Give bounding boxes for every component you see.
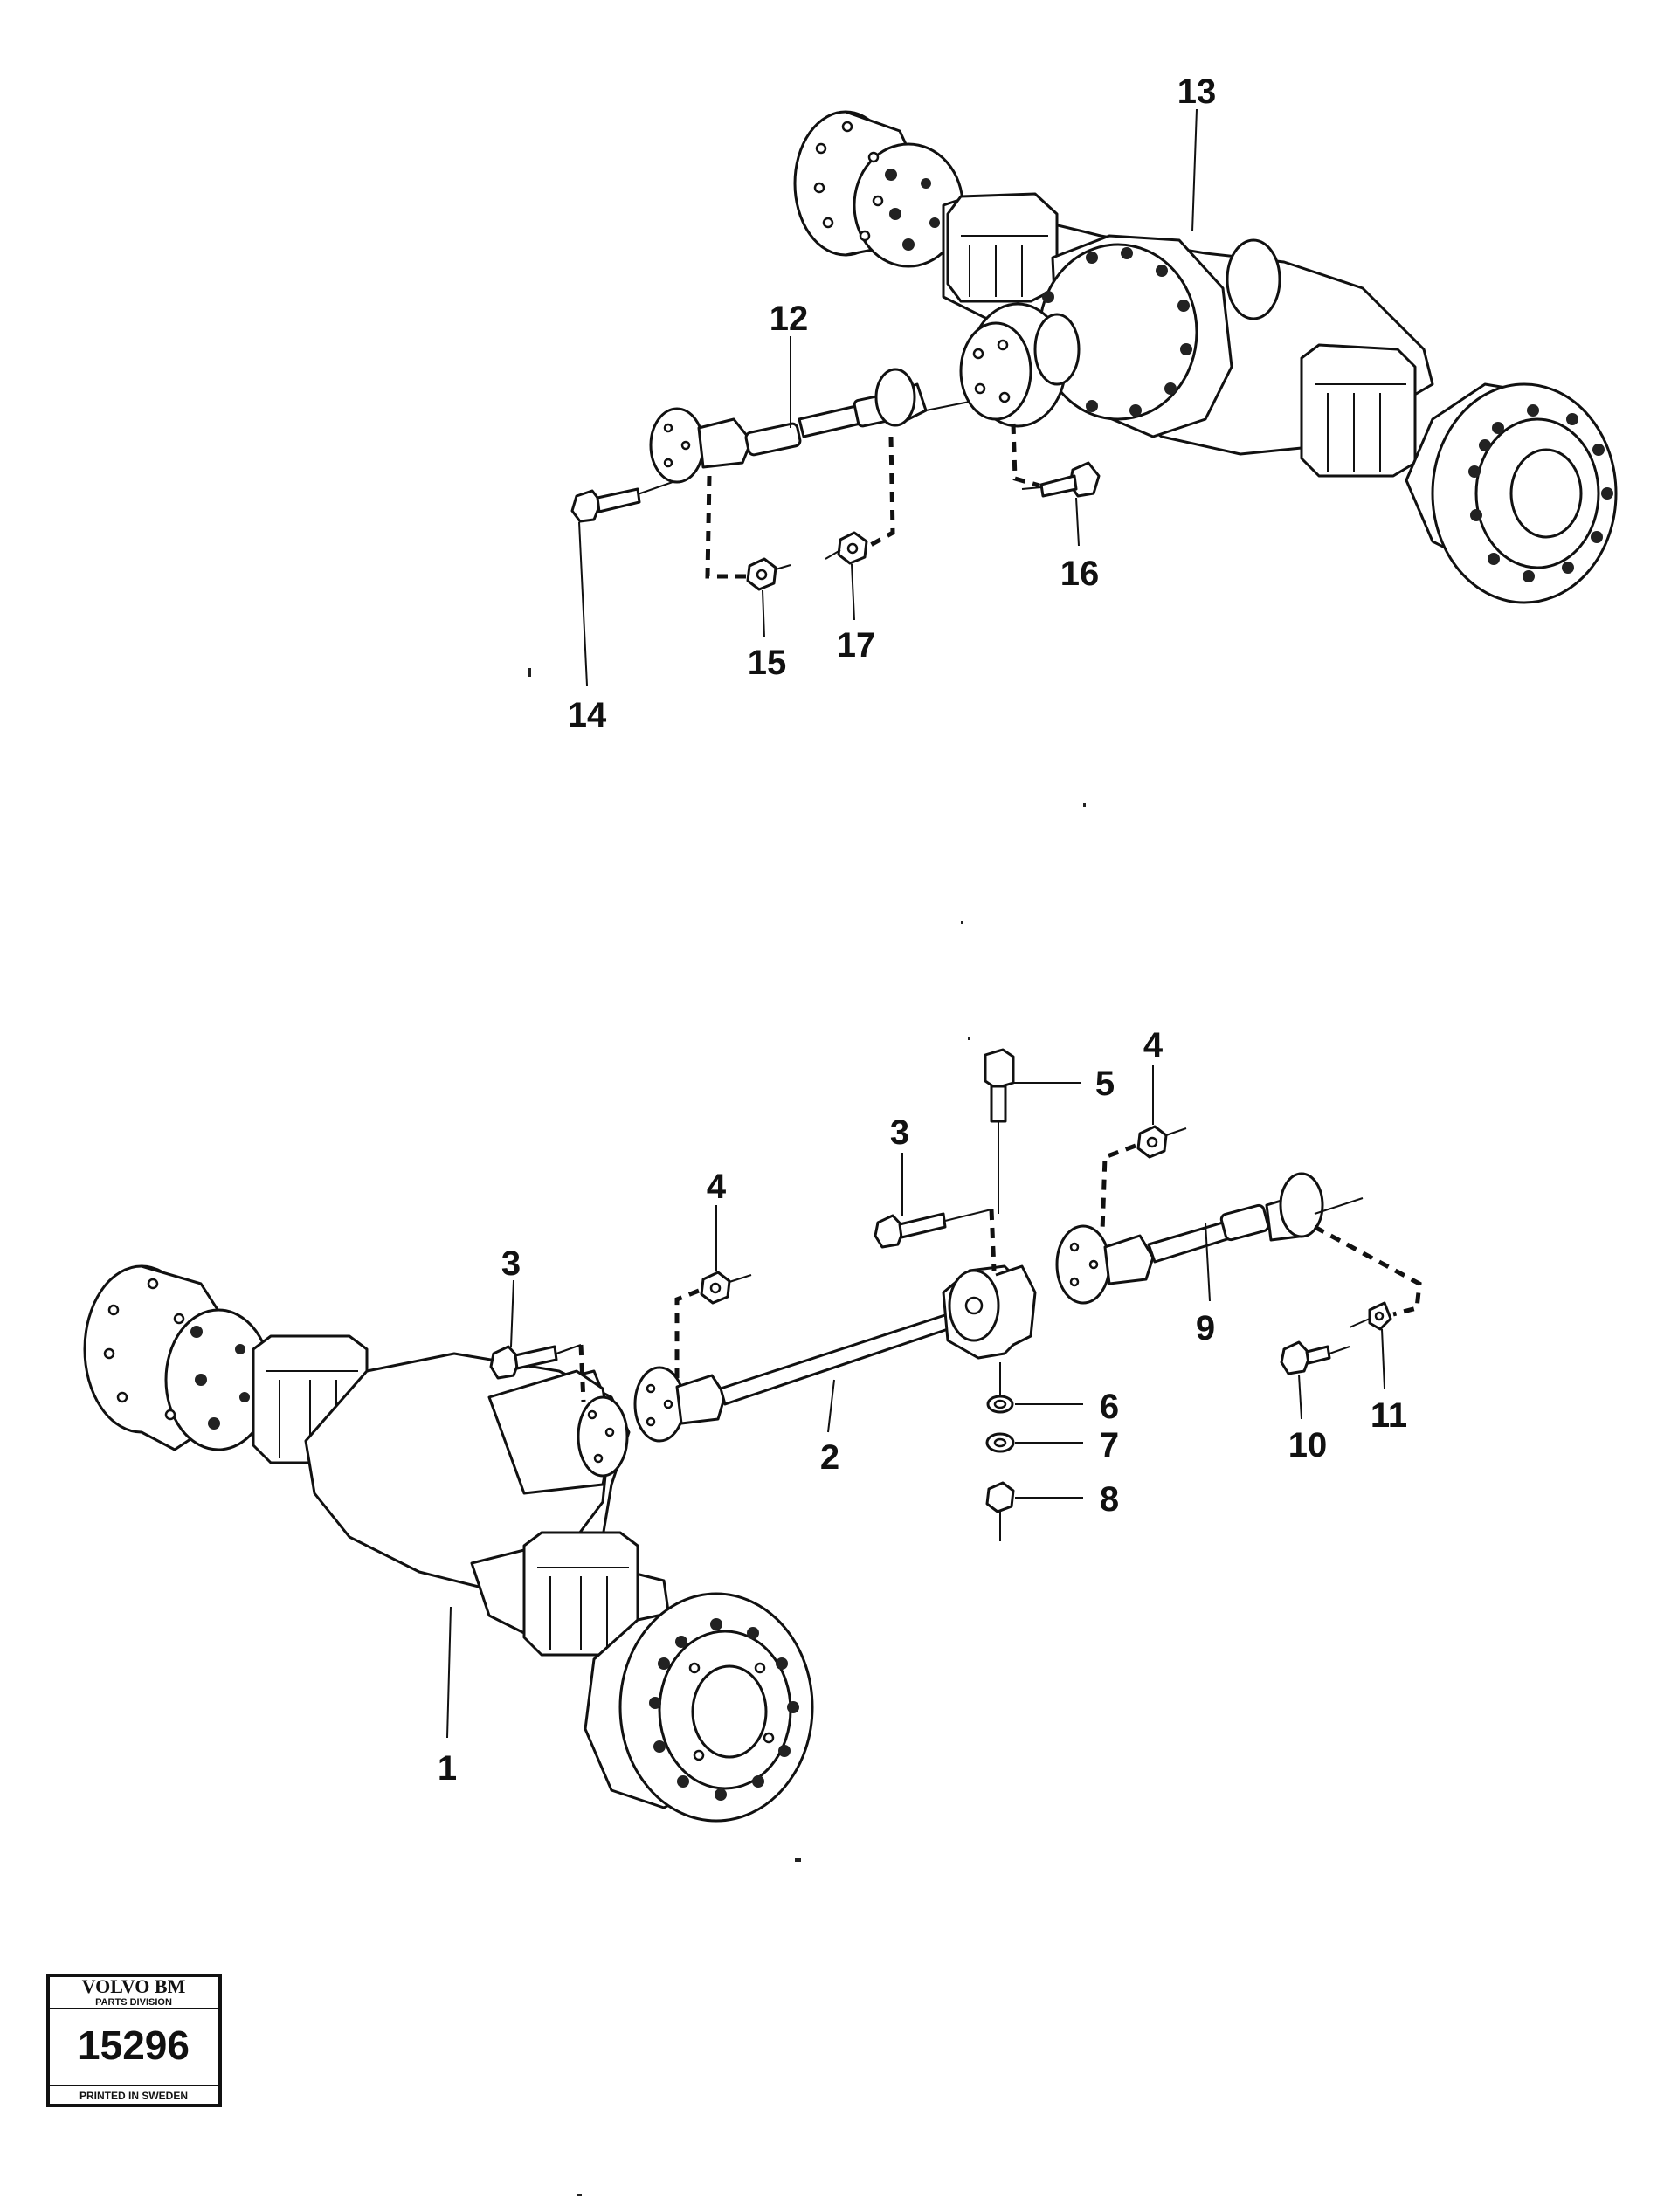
callout-6: 6 [1100,1388,1119,1426]
rear-axle-assembly-13 [793,110,1618,604]
upper-nut-17 [825,531,868,565]
upper-nut-15 [746,557,791,591]
badge-number: 15296 [78,2022,190,2068]
rear-propeller-shaft-9 [1055,1172,1364,1305]
badge-division: PARTS DIVISION [95,1997,172,2008]
callout-9: 9 [1196,1309,1215,1347]
callout-14: 14 [568,696,607,734]
callout-11: 11 [1371,1396,1407,1435]
lower-link-3-right [989,1209,997,1271]
upper-link-15 [705,475,747,579]
lower-link-4-left [674,1288,700,1380]
upper-bolt-16 [1021,461,1101,498]
callout-4-left: 4 [707,1168,727,1206]
rear-axle-left-hub [793,110,964,268]
callout-7: 7 [1100,1426,1119,1464]
lower-link-4-right [1100,1143,1136,1232]
callout-8: 8 [1100,1480,1119,1519]
washer-7 [985,1432,1015,1453]
lower-nut-4-left [700,1271,752,1305]
callout-13: 13 [1177,72,1217,111]
lower-bolt-3-left [489,1344,582,1380]
lock-plate-11 [1349,1301,1392,1331]
lower-bolt-3-right [874,1209,992,1249]
front-axle-right-hub [584,1592,814,1823]
callout-15: 15 [748,644,787,682]
upper-bolt-14 [570,481,673,523]
callout-5: 5 [1095,1065,1115,1103]
callout-12: 12 [770,300,809,338]
upper-propeller-shaft-12 [649,368,970,484]
callout-16: 16 [1060,555,1100,593]
lower-link-11 [1313,1224,1422,1317]
callout-3-left: 3 [501,1244,521,1283]
front-propeller-shaft-2 [633,1308,968,1443]
callout-3-right: 3 [890,1113,909,1152]
badge-printed: PRINTED IN SWEDEN [79,2090,188,2102]
badge-brand: VOLVO BM [82,1975,186,1997]
callout-10: 10 [1288,1426,1328,1464]
support-bearing [942,1264,1037,1360]
callout-4-right: 4 [1143,1026,1164,1065]
callout-2: 2 [820,1438,839,1477]
volvo-bm-badge: VOLVO BM PARTS DIVISION 15296 PRINTED IN… [46,1974,222,2107]
upper-link-17 [867,436,895,548]
scan-specks [528,668,1086,2196]
nut-8 [985,1481,1015,1541]
upper-link-16 [1011,423,1040,488]
front-axle-assembly-1 [83,1264,814,1823]
front-axle-left-hub [83,1264,273,1451]
lower-link-3-left [578,1344,586,1402]
lower-nut-4-right [1136,1125,1187,1159]
lower-bolt-10 [1280,1340,1350,1375]
washer-6 [986,1395,1014,1414]
callout-17: 17 [837,626,876,665]
lower-bolt-5 [984,1048,1015,1214]
callout-1: 1 [438,1749,457,1788]
rear-axle-right-hub [1405,382,1618,604]
